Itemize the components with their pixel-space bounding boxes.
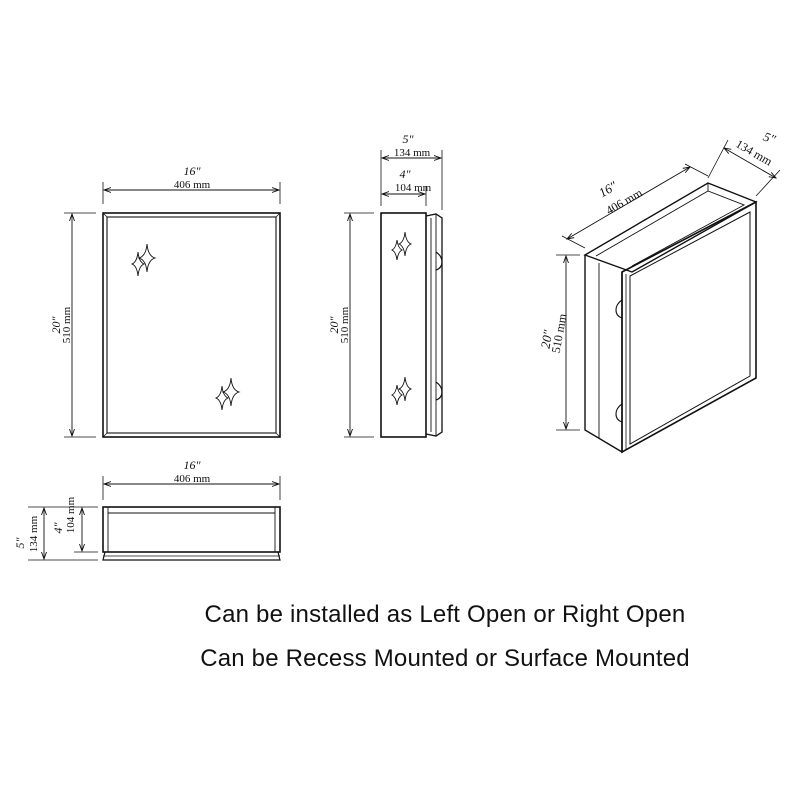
caption-opening-direction: Can be installed as Left Open or Right O… — [204, 601, 686, 628]
side-body-depth-mm: 104 mm — [395, 182, 432, 194]
top-body-depth-mm: 104 mm — [65, 496, 77, 533]
side-view: 5″ 134 mm 4″ 104 mm 20″ 510 mm — [327, 132, 443, 438]
iso-height-mm: 510 mm — [549, 312, 570, 354]
iso-depth-inches: 5″ — [761, 129, 778, 147]
hinge-icon — [615, 403, 623, 423]
iso-top-face — [583, 182, 758, 273]
caption-mounting-options: Can be Recess Mounted or Surface Mounted — [200, 645, 690, 672]
front-height-mm: 510 mm — [61, 306, 73, 343]
iso-height-inches: 20″ — [538, 328, 556, 349]
iso-mirror-edge — [629, 211, 751, 445]
mirror-sparkle-icon — [390, 231, 413, 261]
side-total-depth-mm: 134 mm — [394, 147, 431, 159]
hinge-icon — [435, 381, 443, 401]
top-total-depth-inches: 5″ — [13, 537, 27, 549]
side-cabinet-body — [380, 212, 427, 438]
top-total-depth-mm: 134 mm — [28, 515, 40, 552]
mirror-sparkle-icon — [214, 377, 241, 411]
top-cabinet-body — [102, 506, 281, 553]
side-height-mm: 510 mm — [339, 306, 351, 343]
iso-side-face — [584, 255, 623, 454]
front-height-inches: 20″ — [49, 316, 63, 334]
side-door-profile — [425, 213, 443, 437]
front-width-inches: 16″ — [184, 164, 202, 178]
front-mirror-inner-edge — [106, 216, 277, 434]
front-cabinet-outline — [102, 212, 281, 438]
mirror-sparkle-icon — [390, 376, 413, 406]
top-view: 16″ 406 mm 4″ 104 mm 5″ 134 mm — [13, 458, 281, 561]
top-width-mm: 406 mm — [174, 473, 211, 485]
top-width-inches: 16″ — [184, 458, 202, 472]
top-body-depth-inches: 4″ — [51, 522, 65, 534]
side-body-depth-inches: 4″ — [400, 167, 412, 181]
front-width-mm: 406 mm — [174, 179, 211, 191]
iso-door-front — [621, 200, 757, 454]
isometric-view: 16″ 406 mm 5″ 134 mm 20″ 510 mm — [538, 129, 781, 454]
side-total-depth-inches: 5″ — [403, 132, 415, 146]
hinge-icon — [615, 299, 623, 319]
hinge-icon — [435, 251, 443, 271]
mirror-sparkle-icon — [130, 243, 157, 277]
front-view: 16″ 406 mm 20″ 510 mm — [49, 164, 281, 438]
side-height-inches: 20″ — [327, 316, 341, 334]
